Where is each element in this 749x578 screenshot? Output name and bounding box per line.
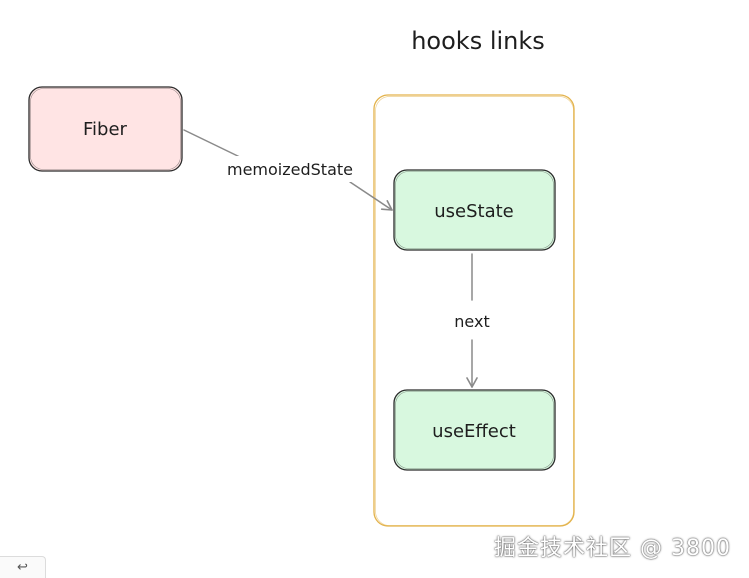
next-edge-label: next xyxy=(454,312,489,331)
memoized-state-edge: memoizedState xyxy=(183,129,393,211)
use-state-node: useState xyxy=(393,169,556,251)
return-button[interactable]: ↩ xyxy=(0,556,46,578)
return-arrow-icon: ↩ xyxy=(17,560,28,575)
diagram-title: hooks links xyxy=(411,27,545,55)
fiber-node: Fiber xyxy=(28,86,183,172)
hooks-container xyxy=(373,94,575,527)
use-effect-node: useEffect xyxy=(393,389,556,471)
hooks-container-sketch-line xyxy=(375,96,574,526)
fiber-node-label: Fiber xyxy=(83,119,128,140)
memoized-state-edge-label: memoizedState xyxy=(227,160,353,179)
memoized-state-arrow xyxy=(349,181,393,211)
watermark: 掘金技术社区 @ 3800 xyxy=(494,536,731,561)
use-state-node-label: useState xyxy=(434,201,514,222)
use-effect-node-label: useEffect xyxy=(432,421,516,442)
next-edge: next xyxy=(454,253,490,388)
